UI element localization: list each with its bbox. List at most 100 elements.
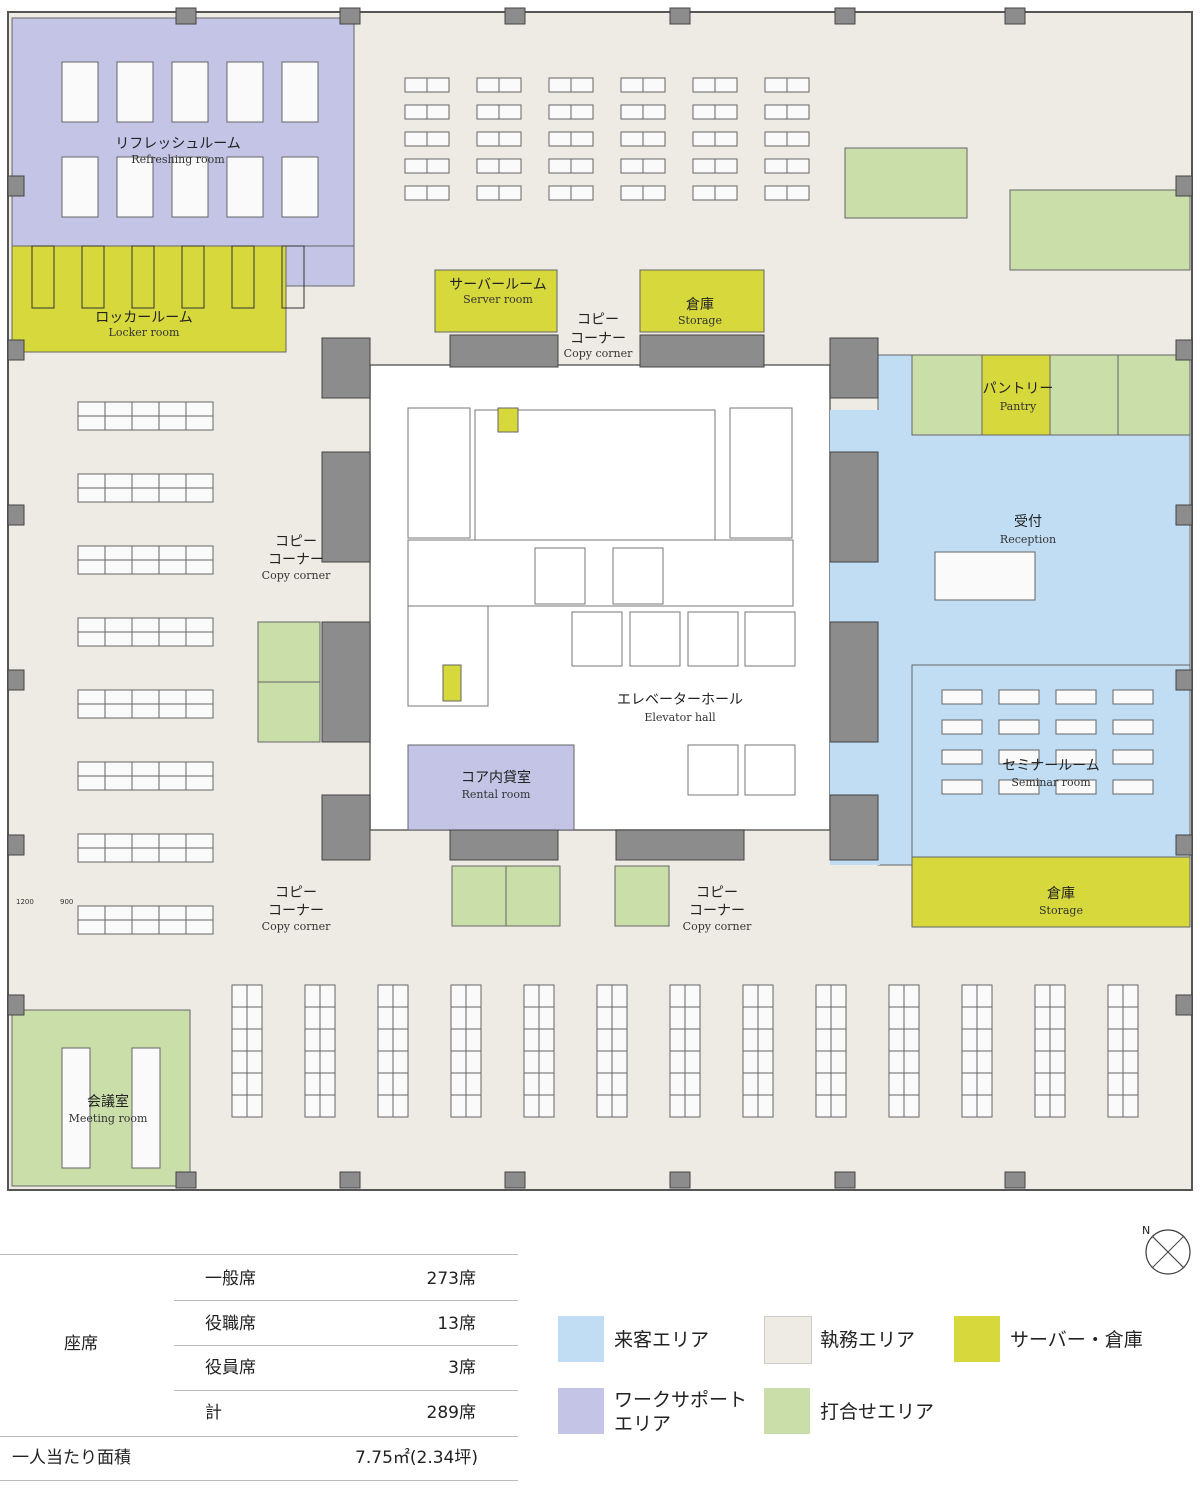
- desk: [104, 703, 133, 719]
- desk: [1055, 689, 1097, 705]
- meeting-pantry-left: [911, 354, 983, 436]
- locker-rack: [131, 245, 155, 309]
- meeting-pantry-mid: [1049, 354, 1119, 436]
- desk: [77, 487, 106, 503]
- desk: [742, 1094, 759, 1118]
- desk: [523, 1094, 540, 1118]
- desk: [131, 905, 160, 921]
- desk: [158, 703, 187, 719]
- desk: [77, 631, 106, 647]
- desk: [620, 158, 644, 174]
- desk: [523, 1028, 540, 1052]
- desk: [596, 1094, 613, 1118]
- desk: [976, 1050, 993, 1074]
- desk: [77, 415, 106, 431]
- desk: [281, 156, 319, 218]
- desk: [1122, 984, 1139, 1008]
- desk: [185, 833, 214, 849]
- desk: [941, 779, 983, 795]
- desk: [104, 919, 133, 935]
- desk: [742, 1050, 759, 1074]
- desk: [1034, 1006, 1051, 1030]
- desk: [185, 919, 214, 935]
- desk: [185, 761, 214, 777]
- core-storage-yellow-2: [442, 664, 462, 702]
- desk: [226, 61, 264, 123]
- desk: [131, 703, 160, 719]
- desk: [786, 77, 810, 93]
- desk: [131, 487, 160, 503]
- desk: [377, 1072, 394, 1096]
- refreshing-room-label-en: Refreshing room: [131, 153, 225, 166]
- columns: [7, 7, 1193, 1189]
- desk: [77, 775, 106, 791]
- desk: [246, 1050, 263, 1074]
- meeting-room-label-en: Meeting room: [69, 1112, 148, 1125]
- desk: [523, 984, 540, 1008]
- seat-row-value: 289席: [426, 1403, 476, 1423]
- desk: [888, 984, 905, 1008]
- copy-mid-label-en: Copy corner: [683, 920, 752, 933]
- desk: [757, 1094, 774, 1118]
- desk: [714, 158, 738, 174]
- rental-room-label: コア内貸室: [461, 769, 531, 786]
- desk: [611, 1050, 628, 1074]
- desk: [764, 77, 788, 93]
- desk: [246, 1028, 263, 1052]
- desk: [131, 631, 160, 647]
- desk: [888, 1006, 905, 1030]
- desk: [104, 487, 133, 503]
- desk: [450, 1072, 467, 1096]
- copy-mid-label-2: コーナー: [689, 903, 745, 919]
- desk: [757, 1028, 774, 1052]
- desk: [815, 1050, 832, 1074]
- desk: [131, 559, 160, 575]
- desk: [976, 1006, 993, 1030]
- desk: [158, 833, 187, 849]
- desk: [61, 156, 99, 218]
- desk: [548, 185, 572, 201]
- desk: [570, 104, 594, 120]
- seminar-room-label-en: Seminar room: [1011, 776, 1091, 789]
- desk: [377, 984, 394, 1008]
- legend-label: ワークサポート エリア: [614, 1389, 748, 1435]
- desk: [941, 689, 983, 705]
- desk: [692, 185, 716, 201]
- desk: [764, 158, 788, 174]
- desk: [158, 401, 187, 417]
- seat-row-label: 一般席: [205, 1269, 256, 1289]
- desk: [465, 984, 482, 1008]
- desk: [757, 984, 774, 1008]
- desk: [392, 1050, 409, 1074]
- desk: [1049, 1006, 1066, 1030]
- storage-right-label-en: Storage: [1039, 904, 1083, 917]
- desk: [281, 61, 319, 123]
- storage-top-label-en: Storage: [678, 314, 722, 327]
- desk: [304, 984, 321, 1008]
- desk: [1049, 1028, 1066, 1052]
- seat-row-value: 3席: [448, 1358, 476, 1378]
- server-room-label: サーバールーム: [449, 277, 546, 293]
- locker-rack: [181, 245, 205, 309]
- desk: [392, 984, 409, 1008]
- elevator-hall-label: エレベーターホール: [617, 692, 743, 708]
- desk: [596, 1028, 613, 1052]
- seat-row-label: 役員席: [205, 1358, 256, 1378]
- desk: [548, 131, 572, 147]
- desk: [304, 1072, 321, 1096]
- desk: [104, 415, 133, 431]
- desk: [185, 703, 214, 719]
- desk: [171, 61, 209, 123]
- desk: [1049, 1050, 1066, 1074]
- desk: [377, 1028, 394, 1052]
- desk: [319, 1028, 336, 1052]
- desk: [131, 847, 160, 863]
- desk: [888, 1050, 905, 1074]
- reception-label: 受付: [1014, 514, 1042, 530]
- desk: [815, 1072, 832, 1096]
- desk: [304, 1028, 321, 1052]
- desk: [392, 1072, 409, 1096]
- desk: [742, 984, 759, 1008]
- desk: [158, 905, 187, 921]
- legend-item-storage: サーバー・倉庫: [954, 1316, 1184, 1364]
